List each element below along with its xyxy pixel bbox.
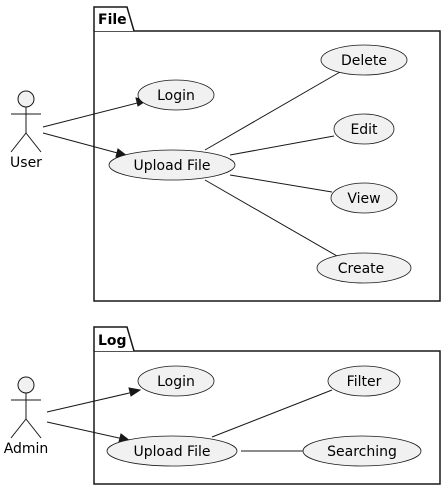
actor-user-head: [17, 90, 35, 108]
package-log-tab: [93, 326, 135, 352]
actor-admin[interactable]: Admin: [4, 376, 49, 457]
edge-admin-login: [46, 390, 139, 413]
edge-upload-view: [229, 174, 333, 193]
arrowhead-admin-login: [128, 387, 142, 397]
usecase-log-login-shape: [137, 365, 215, 397]
edge-upload-create: [204, 179, 338, 257]
edge-upload-delete: [204, 71, 341, 151]
actor-user[interactable]: User: [10, 90, 42, 171]
usecase-log-login-label: Login: [157, 374, 195, 390]
usecase-file-view-shape: [330, 182, 398, 214]
edge-upload-filter: [211, 389, 333, 438]
usecase-file-login[interactable]: Login: [137, 79, 215, 111]
usecase-file-view[interactable]: View: [330, 182, 398, 214]
actor-user-legs: [10, 132, 42, 153]
usecase-log-upload[interactable]: Upload File: [106, 435, 238, 467]
usecase-file-login-shape: [137, 79, 215, 111]
edge-user-upload: [42, 132, 126, 156]
usecase-file-create-shape: [316, 252, 412, 284]
usecase-log-searching-label: Searching: [327, 444, 397, 460]
usecase-log-upload-shape: [106, 435, 238, 467]
usecase-log-filter-label: Filter: [347, 374, 382, 390]
usecase-file-edit[interactable]: Edit: [333, 113, 395, 145]
usecase-file-delete-shape: [320, 44, 408, 76]
actor-user-label: User: [10, 155, 42, 171]
usecase-log-login[interactable]: Login: [137, 365, 215, 397]
usecase-file-edit-label: Edit: [350, 122, 378, 138]
usecase-log-filter-shape: [327, 365, 401, 397]
usecase-file-upload-shape: [108, 149, 236, 181]
usecase-log-searching-shape: [302, 435, 422, 467]
usecase-log-upload-label: Upload File: [134, 444, 211, 460]
usecase-log-searching[interactable]: Searching: [302, 435, 422, 467]
usecase-file-upload[interactable]: Upload File: [108, 149, 236, 181]
usecase-file-create[interactable]: Create: [316, 252, 412, 284]
edge-admin-upload: [46, 421, 129, 441]
package-log-title: Log: [98, 333, 127, 349]
actor-admin-label: Admin: [4, 441, 49, 457]
usecase-file-edit-shape: [333, 113, 395, 145]
usecase-file-view-label: View: [347, 191, 380, 207]
actor-admin-head: [17, 376, 35, 394]
usecase-file-delete-label: Delete: [341, 53, 387, 69]
package-file-title: File: [98, 12, 127, 28]
usecase-file-create-label: Create: [338, 261, 385, 277]
usecase-file-delete[interactable]: Delete: [320, 44, 408, 76]
actor-admin-legs: [10, 418, 42, 439]
edge-user-login: [42, 100, 146, 128]
usecase-file-login-label: Login: [157, 88, 195, 104]
edge-upload-edit: [229, 135, 335, 156]
usecase-log-filter[interactable]: Filter: [327, 365, 401, 397]
package-file-tab: [93, 6, 135, 32]
usecase-file-upload-label: Upload File: [134, 158, 211, 174]
